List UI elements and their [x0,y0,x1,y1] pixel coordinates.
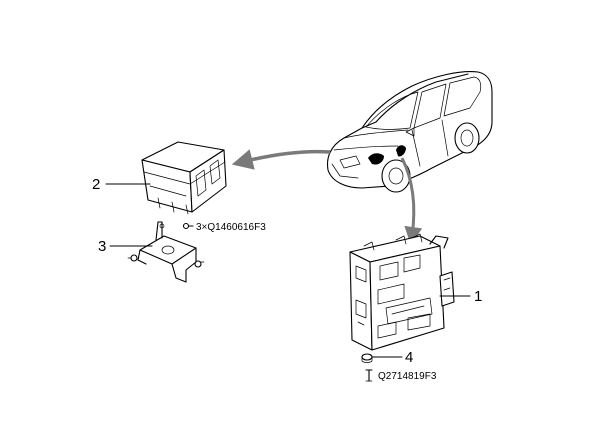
module-nut [361,353,373,363]
module-bolt-icon [365,369,373,382]
arrow-to-fuse-box [231,149,331,170]
callout-2: 2 [92,176,100,193]
module-bolt-code: Q2714819F3 [378,371,437,382]
fuse-box-assembly [141,141,227,215]
pointer-arrows [231,149,423,245]
vehicle-illustration [326,71,493,193]
bracket-fastener-code: 3×Q1460616F3 [196,222,266,233]
callout-1: 1 [474,288,482,305]
body-control-module [349,233,455,351]
arrow-to-module [400,157,423,245]
bracket-screw-icon [182,222,194,230]
leader-lines [105,183,471,358]
callout-3: 3 [98,238,106,255]
mounting-bracket [127,221,205,283]
callout-4: 4 [405,349,413,366]
